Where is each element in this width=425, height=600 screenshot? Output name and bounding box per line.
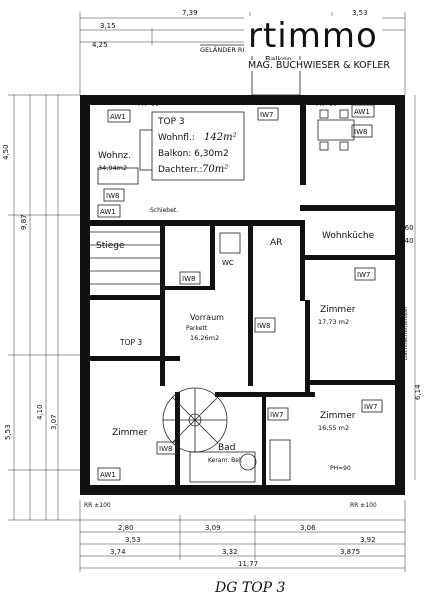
agency-logo: rtimmo MAG. BUCHWIESER & KOFLER	[240, 16, 410, 82]
floor-material: Parkett	[186, 325, 208, 332]
terrace-label: Dachterr.:	[158, 165, 202, 175]
railing-label: GELÄNDER RH=1,0m	[200, 45, 269, 54]
dim-right-2: 1,40	[398, 237, 414, 245]
room-living: Wohnz.	[98, 151, 131, 161]
agency-subtitle: MAG. BUCHWIESER & KOFLER	[246, 60, 393, 71]
room-wc: WC	[222, 259, 234, 267]
room-bedroom-1-area: 17,73 m2	[318, 318, 349, 326]
tag-iw7-1: IW7	[260, 111, 273, 119]
dim-top-3: 3,15	[100, 22, 116, 30]
dim-top-4: 4,25	[92, 41, 108, 49]
room-stairs: Stiege	[96, 241, 125, 251]
dim-bottom-6: 3,74	[110, 548, 126, 556]
bottom-dimension-lines: 2,80 3,09 3,06 3,53 3,92 3,74 3,32 3,875…	[79, 500, 406, 572]
dim-bottom-1: 2,80	[118, 524, 134, 532]
room-bedroom-1: Zimmer	[320, 305, 356, 315]
room-bath: Bad	[218, 443, 235, 453]
dim-left-3: 4,10	[36, 404, 44, 420]
tag-iw8-5: IW8	[159, 445, 172, 453]
dim-left-2: 9,87	[20, 214, 28, 230]
room-top3-mark: TOP 3	[119, 338, 142, 347]
tag-aw1-3: AW1	[100, 208, 116, 216]
dim-bottom-5: 3,92	[360, 536, 376, 544]
tag-iw8-3: IW8	[182, 275, 195, 283]
room-bedroom-3-area: 16,55 m2	[318, 424, 349, 432]
room-labels: Wohnz. 34,94m2 Wohnküche Stiege Vorraum …	[96, 151, 409, 464]
tag-rr100-1: RR ±100	[84, 502, 111, 509]
room-bedroom-3: Zimmer	[320, 411, 356, 421]
handwritten-caption: DG TOP 3	[214, 580, 286, 596]
tag-aw1-1: AW1	[110, 113, 126, 121]
tag-ph90-1: PH=90	[138, 101, 159, 108]
left-dimension-lines: 4,50 9,87 4,10 5,53 3,07	[2, 94, 80, 521]
dim-top-2: 3,53	[352, 9, 368, 17]
room-storage: AR	[270, 238, 282, 248]
tag-aw1-2: AW1	[354, 108, 370, 116]
tag-rr100-2: RR ±100	[350, 502, 377, 509]
dim-bottom-8: 3,875	[340, 548, 360, 556]
dim-right-3: 6,14	[414, 384, 422, 400]
balcony-label: Balkon	[265, 55, 292, 64]
tag-iw7-4: IW7	[270, 411, 283, 419]
room-living-area: 34,94m2	[98, 164, 127, 172]
room-hall: Vorraum	[190, 313, 224, 322]
tag-iw8-2: IW8	[354, 128, 367, 136]
dim-left-1: 4,50	[2, 144, 10, 160]
room-bath-floor: Keram. Bel.	[208, 457, 243, 464]
living-area-value: 142m²	[204, 132, 237, 143]
furniture	[97, 109, 355, 483]
tag-iw8-4: IW8	[257, 322, 270, 330]
right-dimension-lines: 1,60 1,40 6,14	[398, 95, 422, 480]
room-kitchen: Wohnküche	[322, 231, 375, 241]
living-area-label: Wohnfl.:	[158, 133, 195, 143]
tag-iw7-3: IW7	[364, 403, 377, 411]
dim-bottom-3: 3,06	[300, 524, 316, 532]
dim-bottom-4: 3,53	[125, 536, 141, 544]
unit-label: TOP 3	[157, 117, 185, 127]
dim-bottom-7: 3,32	[222, 548, 238, 556]
sliding-door-label: Schiebet.	[150, 207, 178, 214]
tag-ph90-2: PH=90	[316, 101, 337, 108]
skylight-label: Dachflächenfenster	[403, 305, 409, 360]
dim-top-1: 7,39	[182, 9, 198, 17]
dim-left-5: 3,07	[50, 414, 58, 430]
tag-iw7-2: IW7	[357, 271, 370, 279]
agency-brand: rtimmo	[244, 16, 382, 56]
balcony-area: Balkon: 6,30m2	[158, 149, 229, 159]
tag-ph90-4: PH=90	[330, 465, 351, 472]
tag-iw8-1: IW8	[106, 192, 119, 200]
dim-right-1: 1,60	[398, 224, 414, 232]
dim-bottom-2: 3,09	[205, 524, 221, 532]
dim-left-4: 5,53	[4, 424, 12, 440]
wall-tags: AW1 AW1 AW1 AW1 IW8 IW8 IW8 IW8 IW8 IW7 …	[84, 101, 383, 509]
room-bedroom-2: Zimmer	[112, 428, 148, 438]
room-hall-area: 16,26m2	[190, 334, 219, 342]
terrace-value: 70m²	[202, 164, 228, 175]
dim-bottom-9: 11,77	[238, 560, 258, 568]
tag-ph90-3: PH=90	[135, 487, 156, 494]
interior-walls	[80, 95, 405, 487]
tag-aw1-4: AW1	[100, 471, 116, 479]
unit-info-box: TOP 3 Wohnfl.: 142m² Balkon: 6,30m2 Dach…	[151, 111, 245, 181]
staircase	[90, 231, 228, 453]
